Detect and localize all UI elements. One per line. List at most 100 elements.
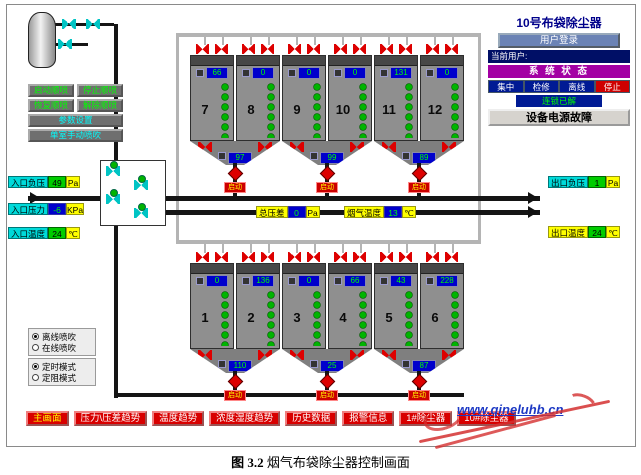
radio-constant-resistance-mode[interactable]: 定阻模式 [32,372,92,383]
pulse-valve-icon[interactable] [445,44,458,54]
discharge-valve-icon[interactable] [382,142,396,152]
pulse-valve-icon[interactable] [261,252,274,262]
pulse-valve-icon[interactable] [215,44,228,54]
pulse-valve-icon[interactable] [196,252,209,262]
pulse-valve-icon[interactable] [242,252,255,262]
valve-actuator-icon [110,189,118,197]
status-indicator [402,360,410,368]
pulse-valve-icon[interactable] [426,44,439,54]
plenum [375,264,417,274]
pulse-valve-icon[interactable] [307,44,320,54]
valve-icon[interactable] [86,19,100,29]
valve-icon[interactable] [106,194,120,204]
nav-temperature-trend[interactable]: 温度趋势 [152,411,205,426]
pulse-valve-icon[interactable] [242,44,255,54]
discharge-valve-icon[interactable] [382,350,396,360]
pulse-valve-icon[interactable] [426,252,439,262]
start-sequence-pulse-button[interactable]: 启动顺喷 [28,84,74,97]
nav-main-screen[interactable]: 主画面 [26,411,69,426]
pulse-valve-icon[interactable] [307,252,320,262]
radio-timed-mode[interactable]: 定时模式 [32,361,92,372]
valve-icon[interactable] [62,19,76,29]
pulse-valve-icon[interactable] [261,44,274,54]
hopper-row-bottom: 110 启动 25 启动 [190,349,464,405]
status-indicator [218,152,226,160]
pulse-valve-icon[interactable] [215,252,228,262]
rotary-valve-icon[interactable] [319,165,335,182]
resume-sequence-pulse-button[interactable]: 恢复顺喷 [28,99,74,112]
valve-icon[interactable] [58,39,72,49]
status-indicator [242,68,250,77]
discharge-valve-icon[interactable] [258,142,272,152]
chamber-row-bottom: 0 1 136 [190,252,464,349]
rotary-valve-icon[interactable] [227,373,243,390]
status-indicator [334,276,342,285]
discharge-valve-icon[interactable] [258,350,272,360]
status-indicator [196,276,204,285]
pulse-valve-icon[interactable] [380,44,393,54]
pulse-valve-icon[interactable] [399,44,412,54]
chamber-row-top: 66 7 0 [190,44,464,141]
rotary-valve-icon[interactable] [319,373,335,390]
discharge-valve-icon[interactable] [442,350,456,360]
pulse-valve-icon[interactable] [353,252,366,262]
power-fault-button[interactable]: 设备电源故障 [488,109,630,126]
pulse-valves [420,44,464,55]
stop-sequence-pulse-button[interactable]: 停止顺喷 [77,84,123,97]
discharge-valve-icon[interactable] [350,142,364,152]
parameter-settings-button[interactable]: 参数设置 [28,114,123,127]
chamber-body: 131 11 [374,55,418,141]
nav-dust-collector-10[interactable]: 10#除尘器 [457,411,516,426]
pulse-valve-icon[interactable] [445,252,458,262]
pulse-valves [236,44,280,55]
filter-bags-icon [219,289,231,346]
nav-concentration-trend[interactable]: 浓度湿度趋势 [209,411,281,426]
discharge-state-badge: 启动 [408,390,430,401]
pulse-valve-icon[interactable] [334,252,347,262]
valve-icon[interactable] [134,208,148,218]
release-sequence-pulse-button[interactable]: 解除顺喷 [77,99,123,112]
value: 24 [48,227,67,239]
nav-bar: 主画面 压力\压差趋势 温度趋势 浓度湿度趋势 历史数据 报警信息 1#除尘器 … [26,411,516,426]
chamber-10: 0 10 [328,44,372,141]
discharge-valve-icon[interactable] [290,142,304,152]
valve-icon[interactable] [134,180,148,190]
radio-offline-pulse[interactable]: 离线喷吹 [32,331,92,342]
rotary-valve-icon[interactable] [411,373,427,390]
status-indicator [218,360,226,368]
rotary-valve-icon[interactable] [411,165,427,182]
discharge-valve-icon[interactable] [198,350,212,360]
pulse-valve-icon[interactable] [196,44,209,54]
pulse-valve-icon[interactable] [380,252,393,262]
discharge-valve-icon[interactable] [198,142,212,152]
hopper-pair: 110 启动 [190,349,280,405]
pulse-valve-icon[interactable] [334,44,347,54]
pulse-valve-icon[interactable] [288,252,301,262]
radio-online-pulse[interactable]: 在线喷吹 [32,342,92,353]
system-status-cells: 集中 检修 离线 停止 [488,80,630,93]
unit: Pa [305,206,320,218]
nav-alarm-info[interactable]: 报警信息 [342,411,395,426]
nav-pressure-trend[interactable]: 压力\压差趋势 [73,411,148,426]
hopper-pair: 99 启动 [282,141,372,199]
nav-dust-collector-1[interactable]: 1#除尘器 [399,411,453,426]
hopper: 89 [374,141,464,165]
nav-history-data[interactable]: 历史数据 [285,411,338,426]
figure-caption: 图 3.2 烟气布袋除尘器控制画面 [0,452,641,471]
pulse-valve-icon[interactable] [353,44,366,54]
discharge-valve-icon[interactable] [290,350,304,360]
valve-icon[interactable] [106,166,120,176]
pulse-valve-icon[interactable] [288,44,301,54]
chamber-body: 0 12 [420,55,464,141]
manual-pulse-button[interactable]: 单室手动喷吹 [28,129,123,142]
unit: ℃ [402,206,417,218]
status-indicator [242,276,250,285]
chamber-11: 131 11 [374,44,418,141]
chamber-8: 0 8 [236,44,280,141]
rotary-valve-icon[interactable] [227,165,243,182]
discharge-valve-icon[interactable] [442,142,456,152]
chamber-number: 7 [201,102,209,117]
discharge-valve-icon[interactable] [350,350,364,360]
user-login-button[interactable]: 用户登录 [498,33,620,48]
pulse-valve-icon[interactable] [399,252,412,262]
